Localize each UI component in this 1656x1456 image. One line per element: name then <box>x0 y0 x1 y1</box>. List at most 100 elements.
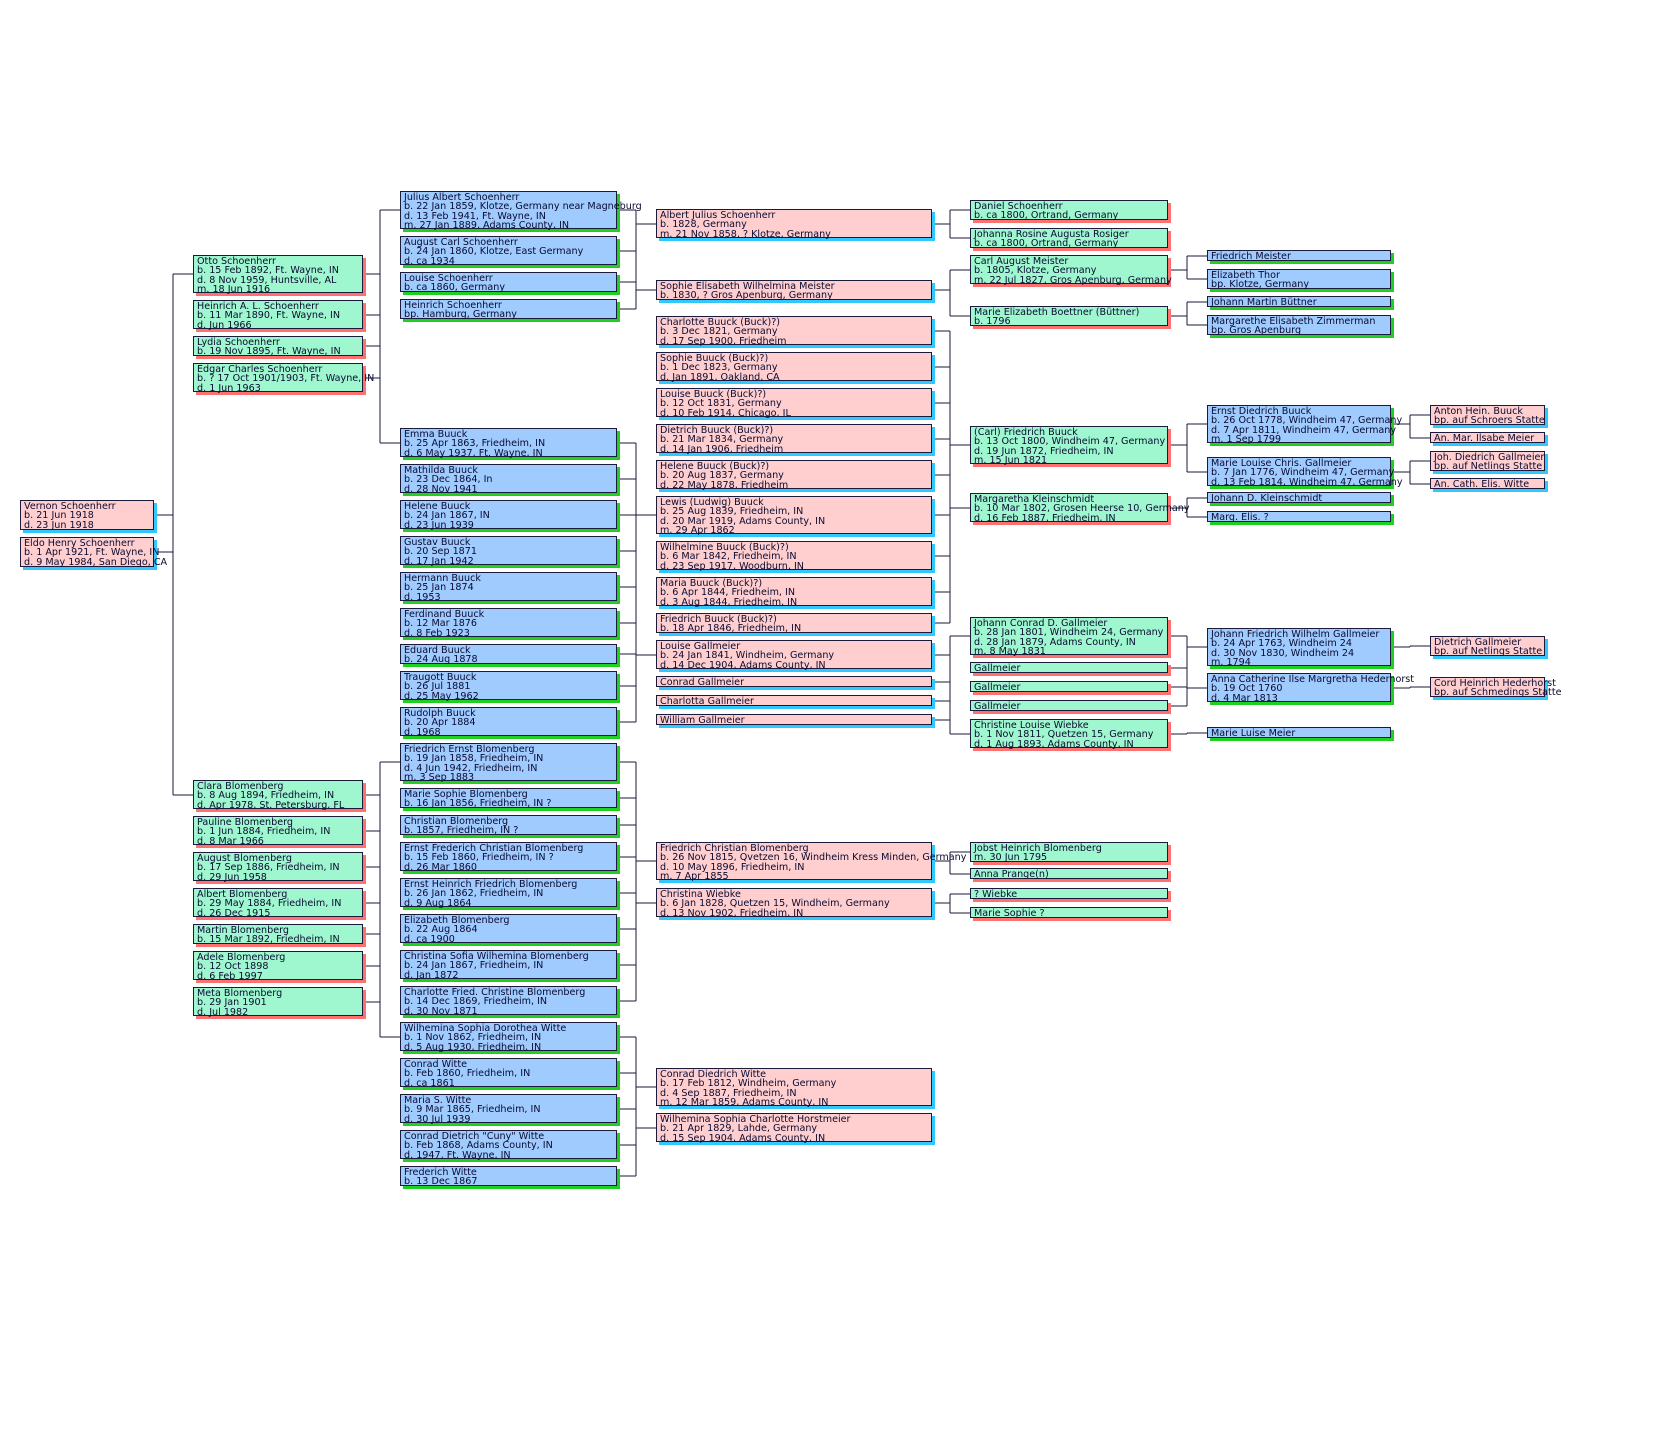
person-box-an-cath-ew[interactable]: An. Cath. Elis. Witte <box>1430 478 1545 490</box>
person-box-an-mar-im[interactable]: An. Mar. Ilsabe Meier <box>1430 432 1545 444</box>
person-box-gallmeier3[interactable]: Gallmeier <box>970 700 1168 712</box>
person-box-louise-bb[interactable]: Louise Buuck (Buck)?)b. 12 Oct 1831, Ger… <box>656 388 932 418</box>
person-detail: b. Feb 1868, Adams County, IN <box>404 1140 553 1152</box>
person-box-william-g[interactable]: William Gallmeier <box>656 714 932 726</box>
person-box-charlotta-g[interactable]: Charlotta Gallmeier <box>656 695 932 707</box>
person-box-gallmeier2[interactable]: Gallmeier <box>970 681 1168 693</box>
person-box-conrad-g[interactable]: Conrad Gallmeier <box>656 676 932 688</box>
person-name: Julius Albert Schoenherr <box>404 192 520 203</box>
person-box-friedrich-bb[interactable]: Friedrich Buuck (Buck)?)b. 18 Apr 1846, … <box>656 613 932 634</box>
person-box-helene-bb[interactable]: Helene Buuck (Buck)?)b. 20 Aug 1837, Ger… <box>656 460 932 490</box>
person-box-wilhelmine-bb[interactable]: Wilhelmine Buuck (Buck)?)b. 6 Mar 1842, … <box>656 541 932 571</box>
person-box-q-wiebke[interactable]: ? Wiebke <box>970 888 1168 900</box>
person-box-johann-dk[interactable]: Johann D. Kleinschmidt <box>1207 492 1391 504</box>
person-box-maria-bb[interactable]: Maria Buuck (Buck)?)b. 6 Apr 1844, Fried… <box>656 577 932 607</box>
person-box-dietrich-bb[interactable]: Dietrich Buuck (Buck)?)b. 21 Mar 1834, G… <box>656 424 932 454</box>
person-box-marie-lm[interactable]: Marie Luise Meier <box>1207 727 1391 739</box>
person-name: Elizabeth Thor <box>1211 270 1280 281</box>
person-name: Charlotte Fried. Christine Blomenberg <box>404 987 586 998</box>
person-box-marg-elis[interactable]: Marg. Elis. ? <box>1207 511 1391 523</box>
person-detail: b. 11 Mar 1890, Ft. Wayne, IN <box>197 310 341 322</box>
person-box-anna-cimh[interactable]: Anna Catherine Ilse Margretha Hederhorst… <box>1207 673 1414 703</box>
person-box-marie-eb[interactable]: Marie Elizabeth Boettner (Büttner)b. 179… <box>970 306 1168 327</box>
person-detail: b. 10 Mar 1802, Grosen Heerse 10, German… <box>974 503 1190 515</box>
person-name: Frederich Witte <box>404 1167 477 1178</box>
person-box-sophie-bb[interactable]: Sophie Buuck (Buck)?)b. 1 Dec 1823, Germ… <box>656 352 932 382</box>
person-box-marie-sophie-q[interactable]: Marie Sophie ? <box>970 907 1168 919</box>
person-detail: b. 15 Feb 1892, Ft. Wayne, IN <box>197 265 339 277</box>
person-box-gallmeier1[interactable]: Gallmeier <box>970 662 1168 674</box>
person-box-anna-p[interactable]: Anna Prange(n) <box>970 868 1168 880</box>
person-box-charlotte-bb[interactable]: Charlotte Buuck (Buck)?)b. 3 Dec 1821, G… <box>656 316 932 346</box>
person-detail: b. 28 Jan 1801, Windheim 24, Germany <box>974 627 1164 639</box>
person-box-johann-mb[interactable]: Johann Martin Büttner <box>1207 296 1391 308</box>
person-box-friedrich-m[interactable]: Friedrich Meister <box>1207 250 1391 262</box>
